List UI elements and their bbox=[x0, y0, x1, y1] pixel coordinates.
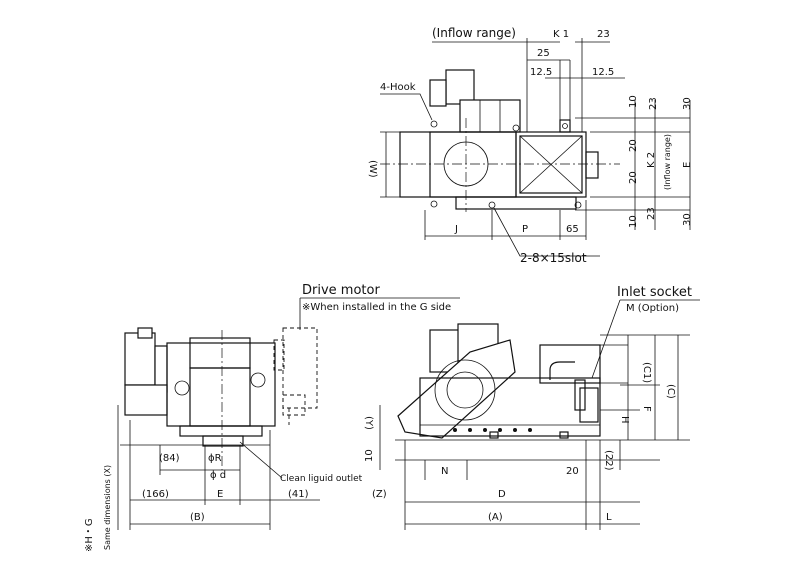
dim-p: P bbox=[522, 224, 528, 235]
dim-f: F bbox=[641, 406, 652, 412]
front-view bbox=[379, 299, 700, 530]
plan-view bbox=[380, 38, 691, 257]
dim-23-right2: 23 bbox=[646, 207, 657, 220]
plan-gearbox bbox=[459, 99, 521, 133]
dim-c: (C) bbox=[665, 384, 676, 399]
dim-d: D bbox=[498, 489, 506, 500]
dim-k1: K 1 bbox=[553, 29, 569, 40]
dim-41: (41) bbox=[288, 489, 309, 500]
dim-25: 25 bbox=[537, 48, 550, 59]
plan-motor-cap bbox=[429, 79, 447, 107]
dim-12-5-b: 12.5 bbox=[592, 67, 614, 78]
dim-20-front: 20 bbox=[566, 466, 579, 477]
plan-motor-body bbox=[445, 69, 475, 105]
dim-phi-r: ϕR bbox=[208, 453, 222, 464]
dim-22: (22) bbox=[603, 450, 614, 471]
dim-20-a: 20 bbox=[628, 139, 639, 152]
dim-z: (Z) bbox=[372, 489, 387, 500]
dim-30-bot: 30 bbox=[682, 213, 693, 226]
dim-h: H bbox=[619, 416, 630, 424]
dim-84: (84) bbox=[159, 453, 180, 464]
clean-outlet-label: Clean liguid outlet bbox=[280, 474, 363, 484]
dim-w: (W) bbox=[367, 160, 378, 178]
dim-30-top: 30 bbox=[682, 97, 693, 110]
dim-10-top: 10 bbox=[628, 95, 639, 108]
dim-l: L bbox=[606, 512, 612, 523]
dim-k2: K 2 bbox=[646, 152, 657, 168]
dim-n: N bbox=[441, 466, 448, 477]
hook-label: 4-Hook bbox=[380, 82, 416, 93]
inflow-range-label: (Inflow range) bbox=[432, 26, 516, 40]
dim-j: J bbox=[454, 224, 458, 235]
m-option-label: M (Option) bbox=[626, 303, 679, 314]
drive-motor-label: Drive motor bbox=[302, 283, 380, 298]
dim-b: (B) bbox=[190, 512, 205, 523]
dim-e-right: E bbox=[682, 162, 693, 168]
dim-a: (A) bbox=[488, 512, 503, 523]
dim-20-b: 20 bbox=[628, 171, 639, 184]
plan-frame bbox=[399, 131, 587, 198]
slot-label: 2-8×15slot bbox=[520, 251, 587, 265]
inflow-range-vertical: (Inflow range) bbox=[663, 134, 672, 190]
dim-e-bottom: E bbox=[217, 489, 223, 500]
dim-10-left: 10 bbox=[364, 449, 375, 462]
dim-23-right1: 23 bbox=[648, 97, 659, 110]
dim-12-5-a: 12.5 bbox=[530, 67, 552, 78]
dim-y: (Y) bbox=[363, 416, 374, 430]
same-dimensions-x: Same dimensions (X) bbox=[103, 465, 112, 550]
side-view bbox=[117, 297, 460, 530]
dim-phi-d: ϕ d bbox=[210, 470, 226, 481]
dim-10-bot: 10 bbox=[628, 215, 639, 228]
dim-166: (166) bbox=[142, 489, 169, 500]
dim-23-top: 23 bbox=[597, 29, 610, 40]
g-side-note: ※When installed in the G side bbox=[302, 302, 451, 313]
dim-65: 65 bbox=[566, 224, 579, 235]
inlet-socket-label: Inlet socket bbox=[617, 285, 692, 300]
dim-c1: (C1) bbox=[641, 362, 652, 383]
hg-note: ※H・G bbox=[84, 518, 95, 552]
